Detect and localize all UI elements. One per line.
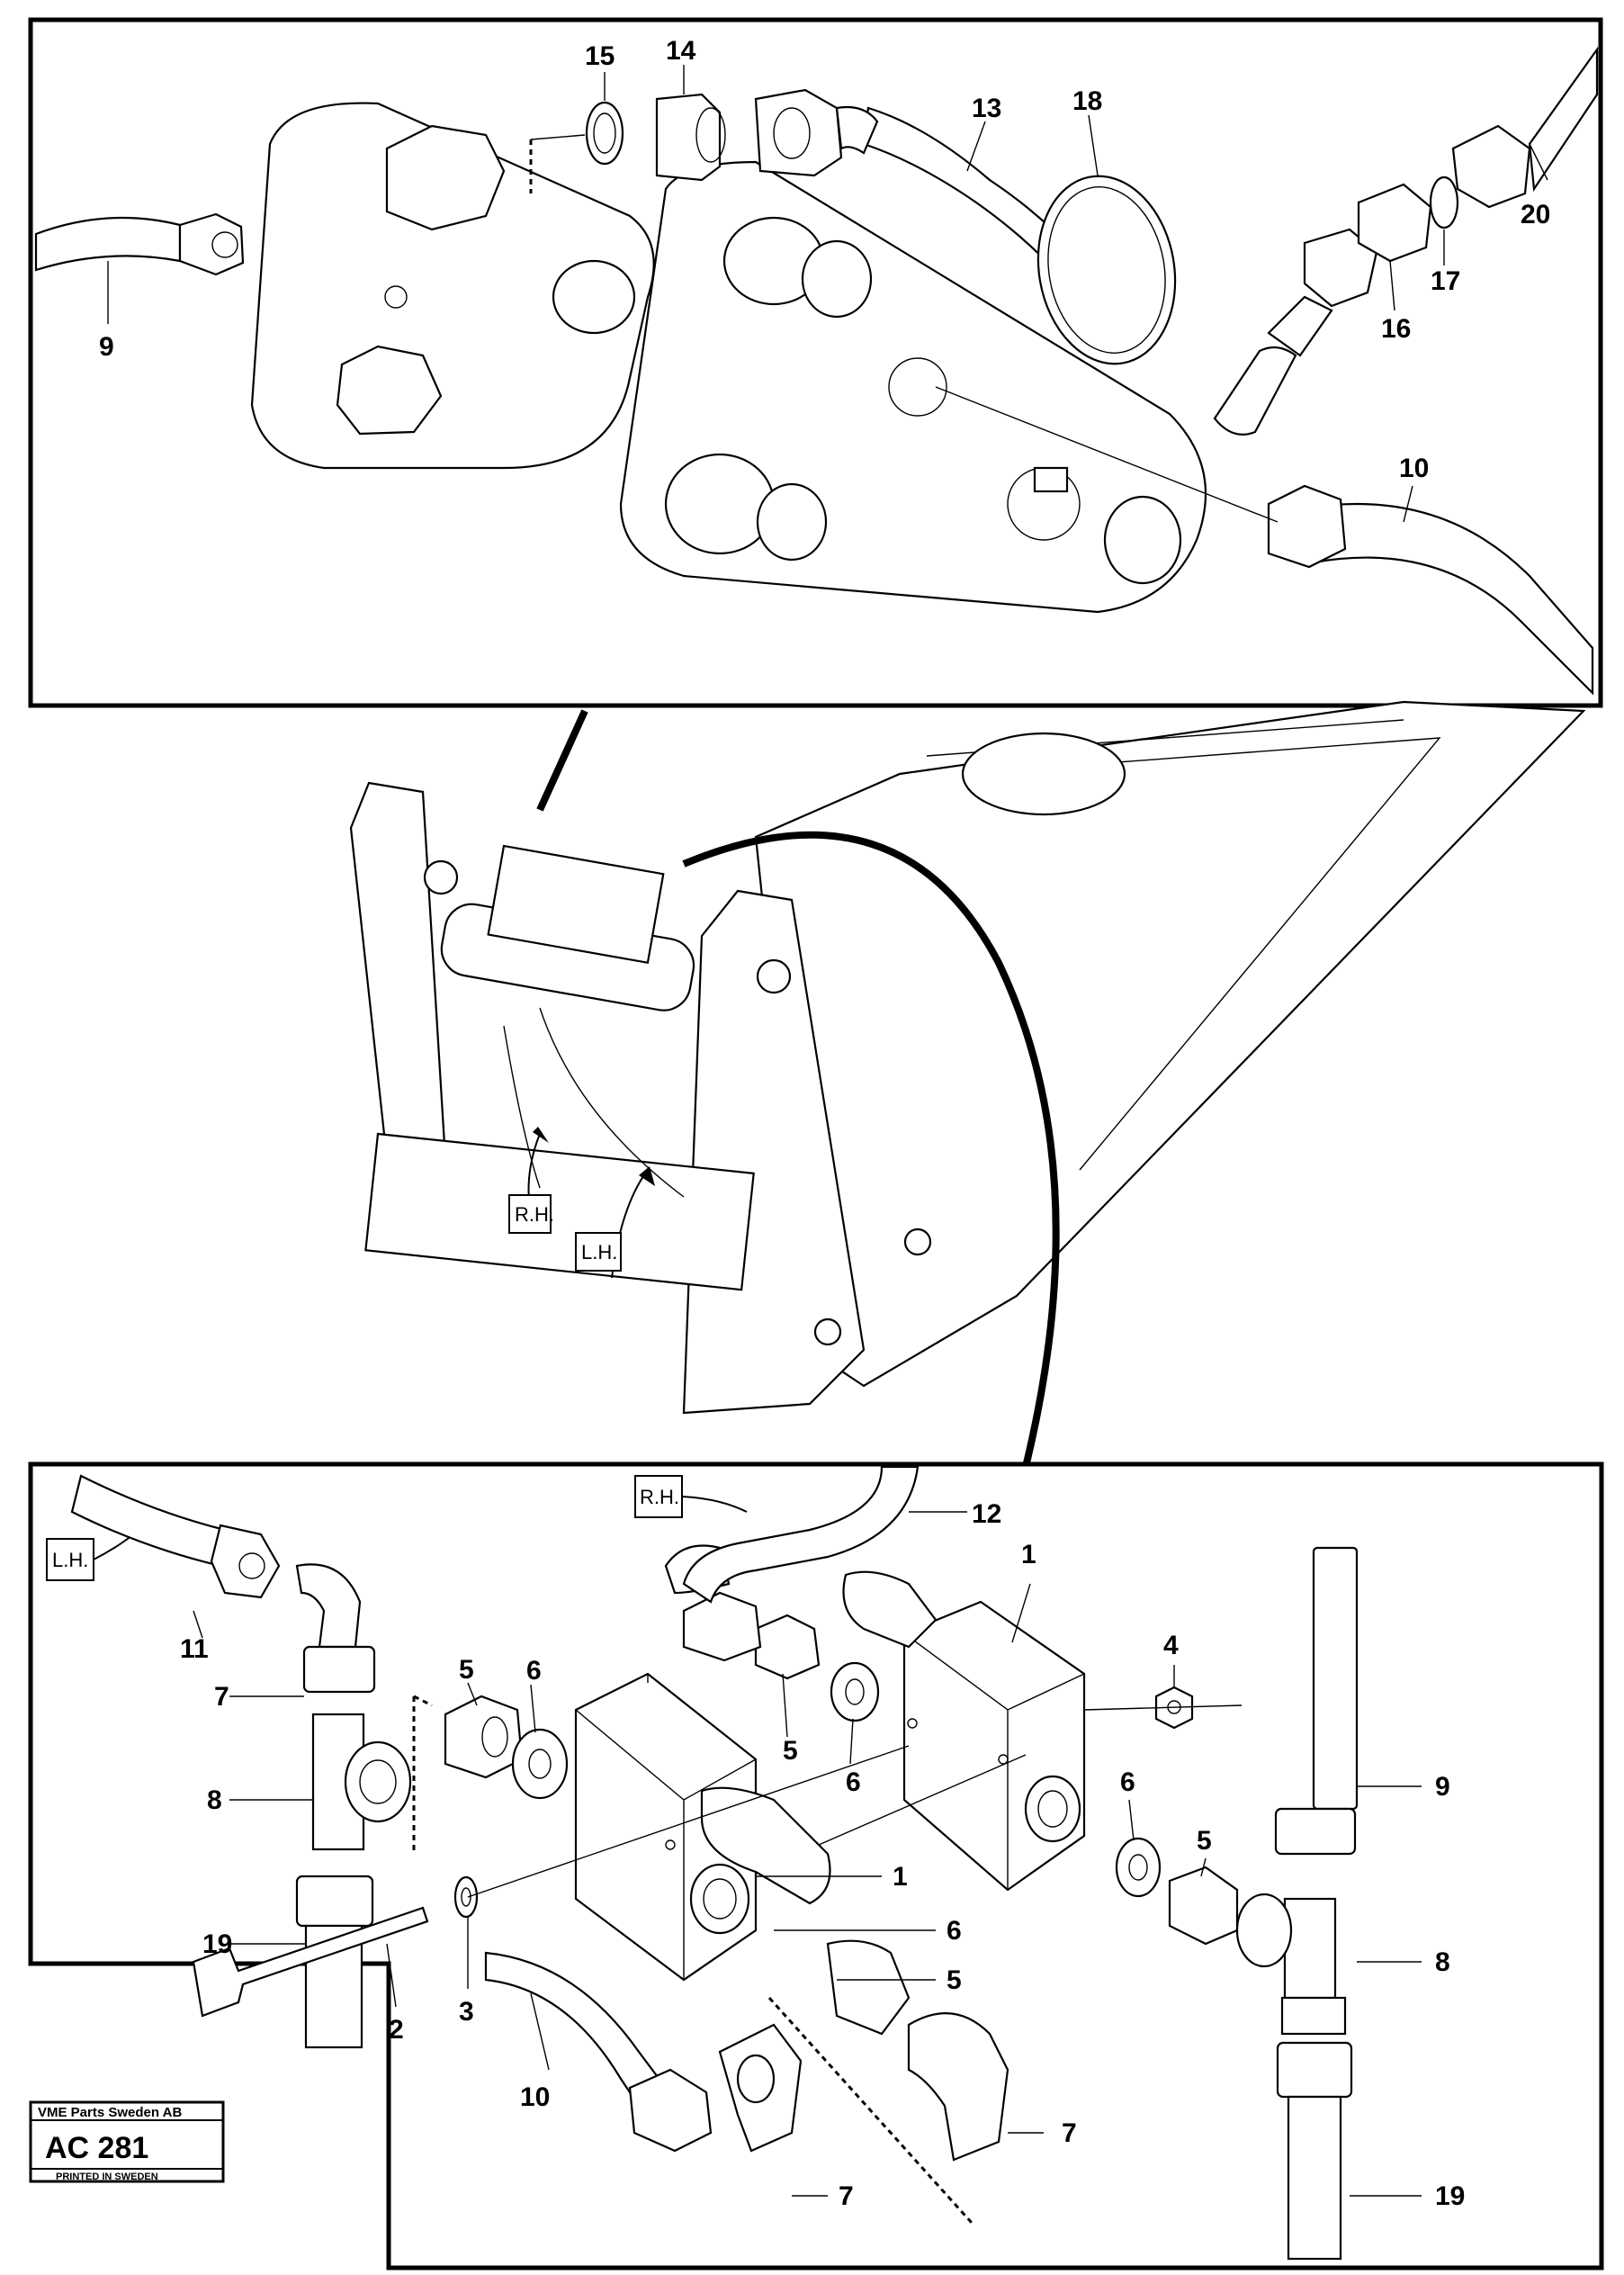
- callout-6-d: 6: [947, 1916, 962, 1946]
- stamp-code: AC 281: [45, 2131, 148, 2165]
- top-detail-panel: 15 14 13 18 20 9 16 17 10: [28, 17, 1603, 708]
- callout-11: 11: [180, 1634, 209, 1664]
- callout-3: 3: [459, 1997, 474, 2027]
- fittings-14-15: [585, 88, 879, 182]
- callout-13: 13: [972, 94, 1001, 123]
- callout-5-b: 5: [783, 1736, 798, 1766]
- tag-rh-middle: R.H.: [515, 1203, 554, 1226]
- stamp-company: VME Parts Sweden AB: [38, 2105, 182, 2120]
- callout-19-right: 19: [1435, 2181, 1465, 2211]
- lh-tag-box: [575, 1232, 622, 1272]
- callout-12: 12: [972, 1499, 1001, 1529]
- hose-20: [1528, 46, 1599, 193]
- callout-9-top: 9: [99, 332, 114, 362]
- callout-8-left: 8: [207, 1785, 222, 1815]
- callout-6-c: 6: [1120, 1767, 1135, 1797]
- link-middle-to-bottom: [682, 831, 1060, 1468]
- callout-19-left: 19: [202, 1929, 232, 1959]
- callout-10-bottom: 10: [520, 2082, 550, 2112]
- link-top-to-middle: [536, 709, 588, 812]
- callout-2: 2: [389, 2015, 404, 2045]
- drawing-stamp: VME Parts Sweden AB AC 281 PRINTED IN SW…: [29, 2100, 225, 2183]
- callout-17: 17: [1431, 266, 1460, 296]
- bottom-detail-panel: L.H. R.H.: [28, 1461, 1604, 2271]
- hose-10: [1303, 502, 1594, 696]
- callout-1-left: 1: [893, 1862, 908, 1892]
- callout-4: 4: [1163, 1631, 1179, 1660]
- tag-rh-bottom: R.H.: [640, 1486, 679, 1508]
- attachment-bracket-overview: R.H. L.H.: [349, 700, 1586, 1468]
- callout-6-b: 6: [846, 1767, 861, 1797]
- rh-tag-box: [508, 1194, 552, 1234]
- right-valve-plate: [619, 160, 1207, 614]
- callout-5-d: 5: [947, 1965, 962, 1995]
- top-leader-lines: [107, 65, 1548, 523]
- callout-14: 14: [666, 36, 696, 66]
- tag-lh-bottom: L.H.: [52, 1549, 88, 1571]
- callout-20: 20: [1521, 200, 1550, 229]
- callout-7-right: 7: [1062, 2118, 1077, 2148]
- callout-5-c: 5: [1197, 1826, 1212, 1856]
- callout-15: 15: [585, 41, 615, 71]
- callout-16: 16: [1381, 314, 1411, 344]
- bottom-leader-lines: [193, 1511, 1422, 2197]
- callout-7-bottom: 7: [839, 2181, 854, 2211]
- callout-1-right: 1: [1021, 1540, 1036, 1569]
- callout-18: 18: [1072, 86, 1102, 116]
- tag-lh-middle: L.H.: [581, 1241, 617, 1263]
- callout-8-right: 8: [1435, 1947, 1450, 1977]
- callout-5-a: 5: [459, 1655, 474, 1685]
- stamp-footer: PRINTED IN SWEDEN: [56, 2172, 158, 2182]
- callout-9-bottom: 9: [1435, 1772, 1450, 1802]
- callout-6-a: 6: [526, 1656, 542, 1686]
- nut-9: [178, 212, 245, 276]
- fittings-16-17-20: [1213, 46, 1599, 436]
- callout-7-left: 7: [214, 1682, 229, 1712]
- left-valve-plate: [250, 102, 655, 470]
- callout-10-top: 10: [1399, 454, 1429, 483]
- o-ring-18: [1036, 175, 1177, 365]
